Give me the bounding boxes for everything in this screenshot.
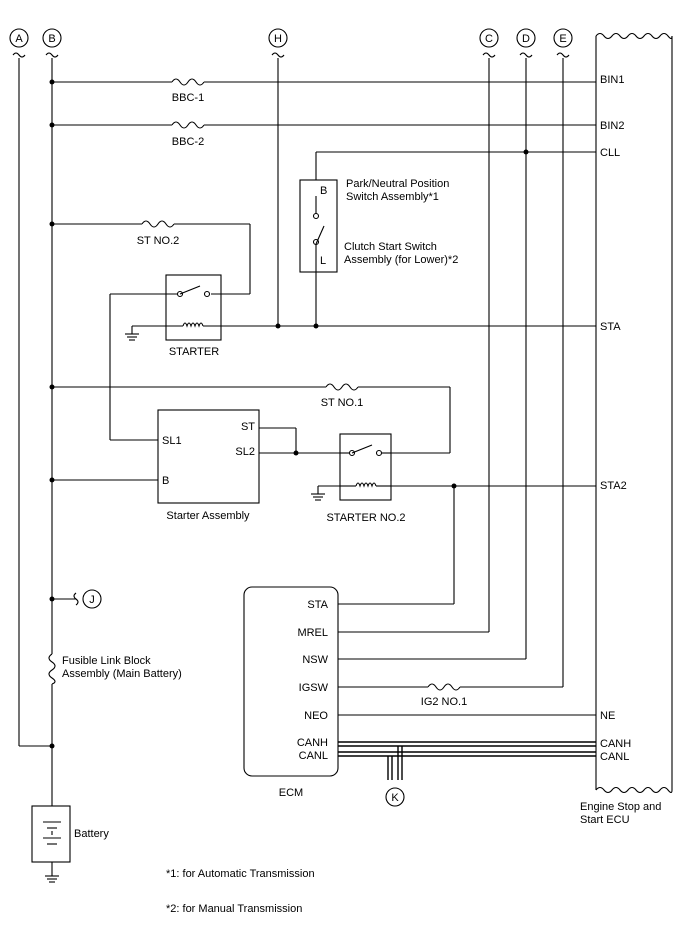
- connector-a-label: A: [15, 33, 23, 45]
- pn-pin-b: B: [320, 185, 327, 197]
- wire-d: [338, 58, 527, 660]
- ecu-pin-bin1: BIN1: [600, 74, 624, 86]
- engine-ecu-box: [595, 32, 673, 794]
- ecm-label: ECM: [279, 787, 303, 799]
- ecu-pin-cll: CLL: [600, 147, 620, 159]
- wire-sta2: [338, 485, 596, 605]
- ecu-pin-canl: CANL: [600, 751, 629, 763]
- ecu-pin-canh: CANH: [600, 738, 631, 750]
- starter-no2-relay: [339, 433, 392, 501]
- starter-pin-sl2: SL2: [235, 446, 255, 458]
- fusible-link-label-2: Assembly (Main Battery): [62, 668, 182, 680]
- connector-d-label: D: [522, 33, 530, 45]
- junction-sta-pn: [313, 323, 319, 329]
- pn-label-4: Assembly (for Lower)*2: [344, 254, 458, 266]
- ecu-pin-sta2: STA2: [600, 480, 627, 492]
- wire-e: [338, 58, 564, 691]
- ecu-pin-bin2: BIN2: [600, 120, 624, 132]
- wire-bin1: [52, 78, 596, 86]
- ecm-pin-canh: CANH: [297, 737, 328, 749]
- junction-j: [49, 596, 55, 602]
- starter-pin-b: B: [162, 475, 169, 487]
- can-bus: [338, 741, 596, 780]
- starter-assembly-label: Starter Assembly: [166, 510, 250, 522]
- starter-pin-st: ST: [241, 421, 255, 433]
- engine-ecu-label-2: Start ECU: [580, 814, 630, 826]
- junction-sta2: [451, 483, 457, 489]
- junction-sta-h: [275, 323, 281, 329]
- ecm-pin-sta: STA: [307, 599, 328, 611]
- relay-starter-label: STARTER: [169, 346, 219, 358]
- battery: [31, 805, 71, 883]
- connector-h: [268, 28, 288, 58]
- wire-st-no1: [52, 383, 451, 454]
- ecm-pin-mrel: MREL: [297, 627, 328, 639]
- wire-bin2: [52, 121, 596, 129]
- wire-cll: [315, 151, 596, 180]
- connector-a: [9, 28, 29, 58]
- ecu-pin-ne: NE: [600, 710, 615, 722]
- fuse-st-no2-label: ST NO.2: [137, 235, 180, 247]
- connector-d: [516, 28, 536, 58]
- junction-sl2: [293, 450, 299, 456]
- connector-h-label: H: [274, 33, 282, 45]
- starter-pin-sl1: SL1: [162, 435, 182, 447]
- connector-c-label: C: [485, 33, 493, 45]
- engine-ecu-label-1: Engine Stop and: [580, 801, 661, 813]
- wire-j: [52, 589, 102, 609]
- wire-sta: [221, 58, 596, 327]
- connector-j-label: J: [89, 594, 95, 606]
- ground-starter-no2: [311, 485, 340, 501]
- fusible-link-label-1: Fusible Link Block: [62, 655, 151, 667]
- connector-c: [479, 28, 499, 58]
- connector-b: [42, 28, 62, 58]
- ground-starter: [125, 325, 166, 341]
- pn-pin-l: L: [320, 255, 326, 267]
- ecm-pin-canl: CANL: [299, 750, 328, 762]
- connector-k-label: K: [391, 792, 399, 804]
- fuse-bbc2-label: BBC-2: [172, 136, 204, 148]
- park-neutral-switch: [299, 179, 338, 326]
- junction-a-b: [49, 743, 55, 749]
- pn-label-3: Clutch Start Switch: [344, 241, 437, 253]
- ecm-pin-igsw: IGSW: [299, 682, 329, 694]
- connector-e-label: E: [559, 33, 566, 45]
- starter-relay: [109, 274, 222, 441]
- junction-bin1: [49, 79, 55, 85]
- ecm-pin-neo: NEO: [304, 710, 328, 722]
- battery-label: Battery: [74, 828, 109, 840]
- fuse-st-no1-label: ST NO.1: [321, 397, 364, 409]
- note-2: *2: for Manual Transmission: [166, 903, 302, 915]
- junction-bin2: [49, 122, 55, 128]
- pn-label-2: Switch Assembly*1: [346, 191, 439, 203]
- note-1: *1: for Automatic Transmission: [166, 868, 315, 880]
- ecm-pin-nsw: NSW: [302, 654, 328, 666]
- wire-a-trunk: [18, 58, 52, 747]
- ecm-box: [243, 586, 339, 777]
- connector-e: [553, 28, 573, 58]
- connector-b-label: B: [48, 33, 55, 45]
- wire-st-no2: [52, 220, 251, 295]
- fusible-link: [48, 653, 56, 685]
- relay-starter-no2-label: STARTER NO.2: [326, 512, 405, 524]
- junction-starter-b: [49, 477, 55, 483]
- ecu-pin-sta: STA: [600, 321, 621, 333]
- starter-assembly: [52, 409, 340, 504]
- junction-st-no2: [49, 221, 55, 227]
- wire-c: [338, 58, 490, 633]
- fuse-ig2-no1-label: IG2 NO.1: [421, 696, 467, 708]
- connector-k: [385, 787, 405, 807]
- junction-st-no1: [49, 384, 55, 390]
- pn-label-1: Park/Neutral Position: [346, 178, 449, 190]
- fuse-bbc1-label: BBC-1: [172, 92, 204, 104]
